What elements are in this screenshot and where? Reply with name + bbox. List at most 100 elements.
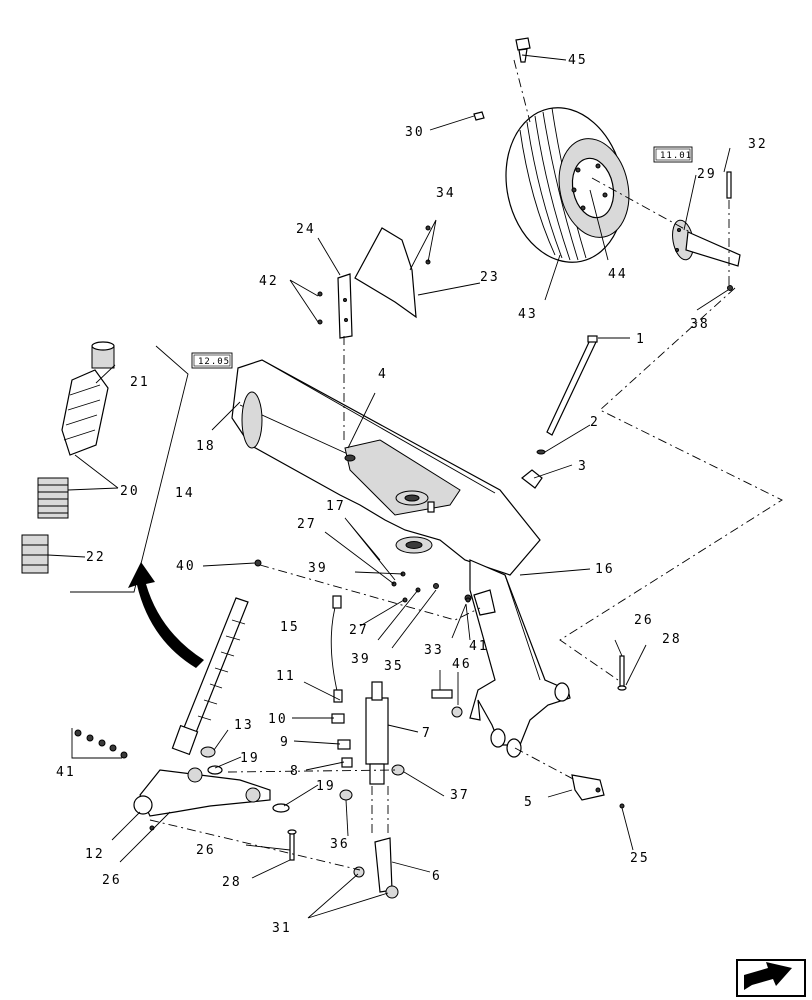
bolt-45 (515, 37, 531, 63)
bracket-24 (337, 273, 353, 339)
callout-20: 20 (120, 484, 140, 499)
callout-19a: 19 (240, 751, 260, 766)
callout-3: 3 (578, 459, 588, 474)
callout-8: 8 (290, 764, 300, 779)
callout-22: 22 (86, 550, 106, 565)
callout-41a: 41 (56, 765, 76, 780)
washer-2 (536, 449, 546, 455)
pin-25 (619, 803, 625, 809)
callout-19b: 19 (316, 779, 336, 794)
hose-15 (330, 595, 343, 703)
callout-28b: 28 (662, 632, 682, 647)
callout-35: 35 (384, 659, 404, 674)
callout-9: 9 (280, 735, 290, 750)
callout-2: 2 (590, 415, 600, 430)
callout-37: 37 (450, 788, 470, 803)
callout-23: 23 (480, 270, 500, 285)
hub-29 (672, 219, 741, 267)
washer-46 (451, 706, 463, 718)
bushing-37 (391, 764, 405, 776)
reference-box-frame: 12.05 (191, 352, 233, 369)
reference-label-wheel: 11.01 (660, 151, 692, 161)
fittings-8-9-10 (331, 713, 353, 768)
link-6 (353, 837, 399, 899)
callout-41b: 41 (469, 639, 489, 654)
pin-32 (726, 171, 732, 199)
nut-38 (727, 285, 733, 291)
callout-31: 31 (272, 921, 292, 936)
callout-17: 17 (326, 499, 346, 514)
callout-4: 4 (378, 367, 388, 382)
callout-1: 1 (636, 332, 646, 347)
valve-stem-30 (473, 111, 485, 121)
callout-5: 5 (524, 795, 534, 810)
group-bracket-14 (70, 345, 189, 593)
callout-32: 32 (748, 137, 768, 152)
pivot-bracket-12 (133, 765, 290, 817)
callout-16: 16 (595, 562, 615, 577)
callout-26b: 26 (634, 613, 654, 628)
callout-10: 10 (268, 712, 288, 727)
callout-42: 42 (259, 274, 279, 289)
callout-46: 46 (452, 657, 472, 672)
bolt-33 (431, 689, 453, 699)
callout-40: 40 (176, 559, 196, 574)
callout-43: 43 (518, 307, 538, 322)
callout-45: 45 (568, 53, 588, 68)
callout-27b: 27 (349, 623, 369, 638)
callout-26a: 26 (196, 843, 216, 858)
bushing-36 (339, 789, 353, 801)
callout-39b: 39 (351, 652, 371, 667)
spring-20-upper (61, 369, 109, 456)
leg-16 (464, 559, 571, 758)
rod-1 (546, 335, 598, 436)
callout-33: 33 (424, 643, 444, 658)
callout-34: 34 (436, 186, 456, 201)
hitch-3 (521, 469, 543, 489)
spring-assembly-7a (171, 597, 249, 756)
cylinder-7 (365, 681, 389, 785)
curved-arrow-icon (128, 562, 204, 668)
callout-38: 38 (690, 317, 710, 332)
spring-cap-21 (91, 341, 115, 369)
callout-6: 6 (432, 869, 442, 884)
next-page-arrow-icon[interactable] (736, 959, 806, 997)
callout-13: 13 (234, 718, 254, 733)
bolt-41 (465, 597, 471, 603)
bushing-13 (200, 746, 216, 758)
grease-fitting-27b (402, 597, 408, 603)
callout-7: 7 (422, 726, 432, 741)
reference-label-frame: 12.05 (198, 357, 230, 367)
callout-18: 18 (196, 439, 216, 454)
frame-tube-4 (231, 359, 541, 576)
callout-27a: 27 (297, 517, 317, 532)
bolt-34a (425, 225, 431, 231)
bolt-42b (317, 319, 323, 325)
callout-36: 36 (330, 837, 350, 852)
callout-28a: 28 (222, 875, 242, 890)
fitting-35 (433, 583, 439, 589)
spring-20-lower (37, 477, 69, 519)
callout-15: 15 (280, 620, 300, 635)
assembly-centerlines (149, 59, 783, 871)
reference-box-wheel: 11.01 (653, 146, 693, 163)
pin-28-right (617, 655, 627, 691)
washer-stack-41 (74, 729, 128, 759)
callout-29: 29 (697, 167, 717, 182)
callout-12: 12 (85, 847, 105, 862)
callout-24: 24 (296, 222, 316, 237)
callout-30: 30 (405, 125, 425, 140)
bolt-42a (317, 291, 323, 297)
callout-11: 11 (276, 669, 296, 684)
callout-14: 14 (175, 486, 195, 501)
pin-28-lower (287, 829, 297, 861)
pin-5 (571, 774, 605, 801)
spring-base-22 (21, 534, 49, 574)
callout-21: 21 (130, 375, 150, 390)
callout-44: 44 (608, 267, 628, 282)
shield-plate-23 (354, 227, 417, 319)
wheel-rim (558, 138, 630, 238)
callout-25: 25 (630, 851, 650, 866)
leader-lines (47, 54, 731, 919)
